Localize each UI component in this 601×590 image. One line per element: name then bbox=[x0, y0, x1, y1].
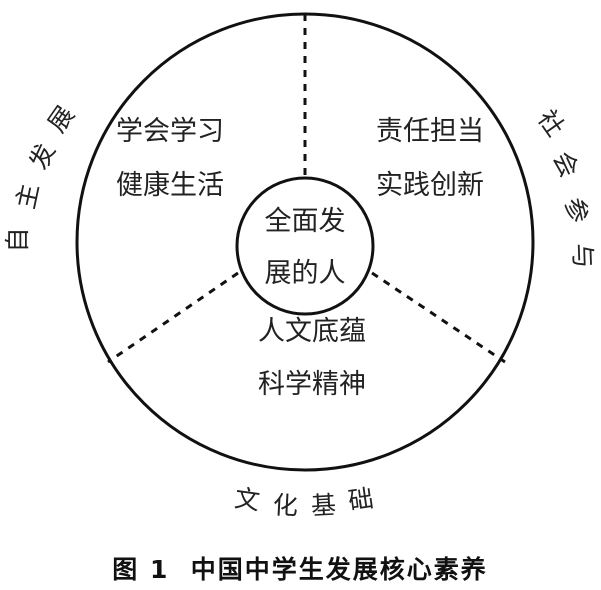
center-label-line2: 展的人 bbox=[265, 258, 346, 289]
sector-bottom-line1: 人文底蕴 bbox=[258, 316, 366, 347]
center-label-line1: 全面发 bbox=[265, 206, 346, 237]
outer-bottom-char-1: 文 bbox=[233, 483, 262, 515]
outer-right-char-3: 参 bbox=[560, 195, 594, 225]
outer-left-char-1: 自 bbox=[3, 227, 32, 252]
sector-top-right-line1: 责任担当 bbox=[376, 116, 484, 147]
outer-right-char-4: 与 bbox=[568, 243, 598, 269]
outer-left-char-3: 发 bbox=[24, 139, 61, 174]
outer-label-right: 社 会 参 与 bbox=[532, 105, 598, 269]
divider-left bbox=[107, 271, 239, 364]
outer-left-char-4: 展 bbox=[42, 101, 80, 138]
outer-bottom-char-3: 基 bbox=[310, 490, 336, 520]
outer-left-char-2: 主 bbox=[11, 181, 45, 211]
inner-circle bbox=[235, 176, 375, 316]
outer-right-char-1: 社 bbox=[532, 105, 570, 142]
figure-caption: 图 1 中国中学生发展核心素养 bbox=[112, 555, 488, 584]
sector-bottom-line2: 科学精神 bbox=[258, 369, 366, 400]
sector-top-left-line1: 学会学习 bbox=[116, 116, 224, 147]
outer-circle bbox=[75, 12, 535, 472]
outer-label-left: 自 主 发 展 bbox=[3, 101, 80, 253]
sector-top-left-line2: 健康生活 bbox=[116, 170, 224, 201]
outer-right-char-2: 会 bbox=[547, 147, 584, 182]
sector-top-right-line2: 实践创新 bbox=[376, 170, 484, 201]
divider-right bbox=[371, 271, 506, 364]
outer-label-bottom: 文 化 基 础 bbox=[233, 483, 375, 520]
outer-bottom-char-4: 础 bbox=[346, 483, 375, 515]
outer-bottom-char-2: 化 bbox=[272, 490, 298, 520]
